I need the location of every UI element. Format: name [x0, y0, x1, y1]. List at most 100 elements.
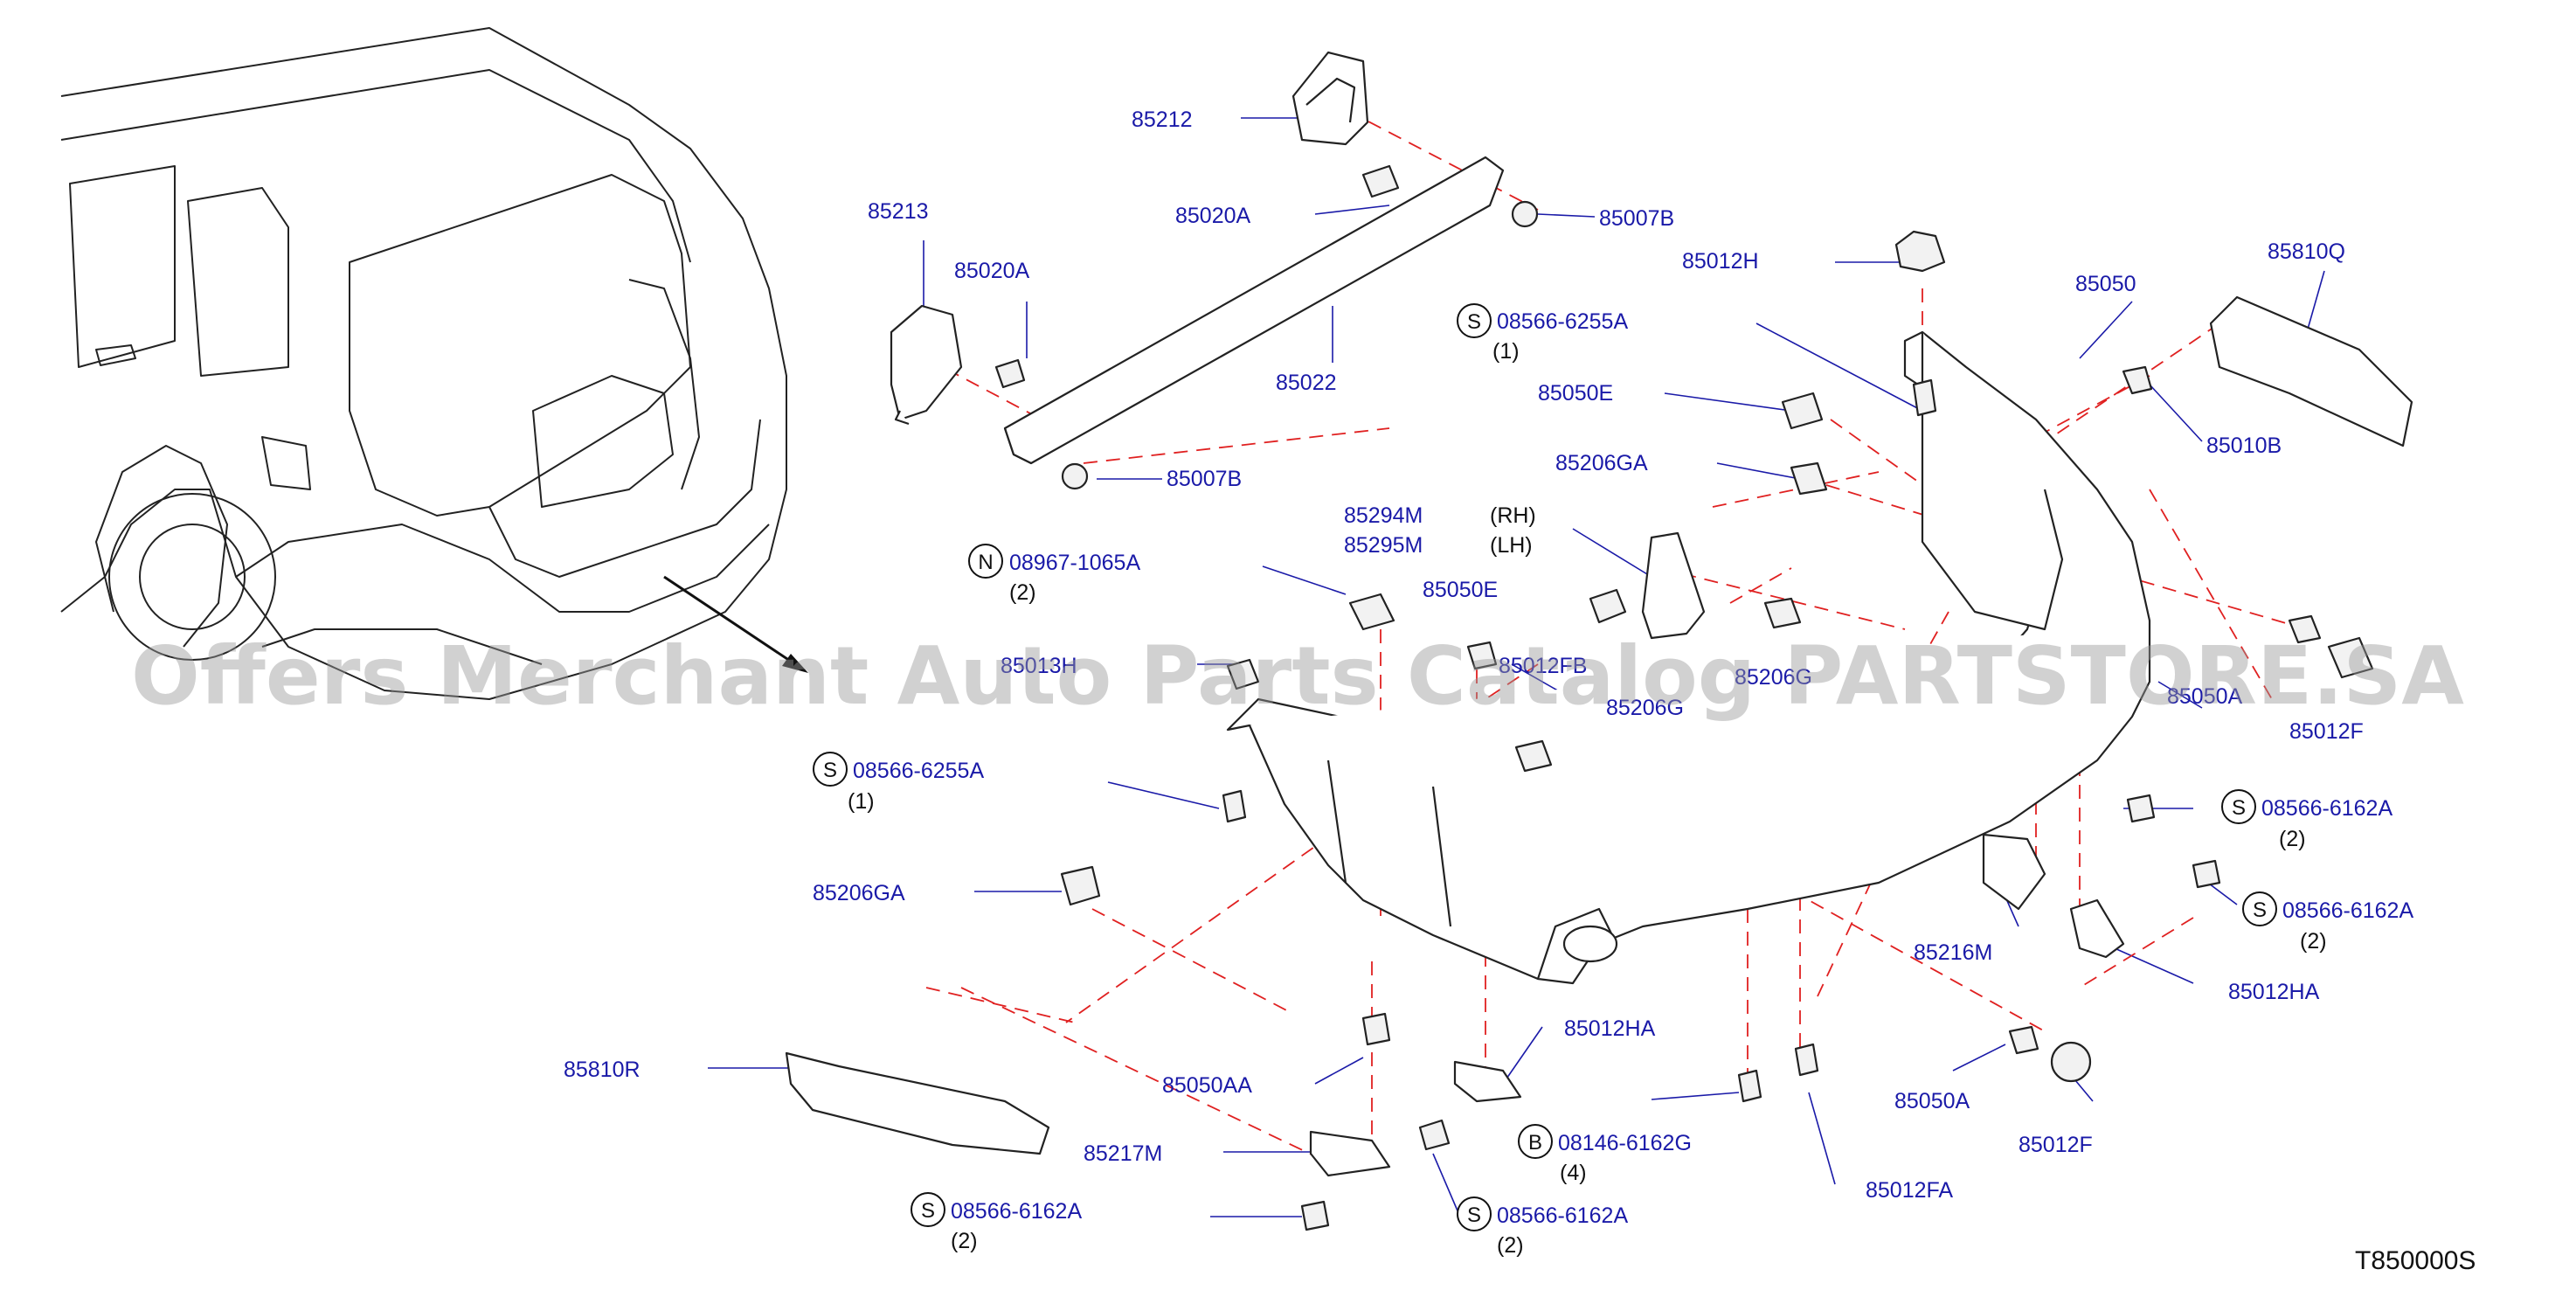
label-85050A-bottom[interactable]: 85050A — [1894, 1089, 1970, 1113]
label-85810R[interactable]: 85810R — [564, 1058, 641, 1082]
label-85007B-bottom[interactable]: 85007B — [1167, 467, 1242, 491]
qty-08566-6255A-top: (1) — [1492, 339, 1520, 364]
label-85012FA[interactable]: 85012FA — [1866, 1178, 1953, 1203]
vehicle-rear-outline — [60, 27, 808, 700]
screw-08566-6162A-r2 — [2192, 859, 2221, 889]
clip-85206G-mid — [1763, 597, 1802, 629]
label-85050E-top[interactable]: 85050E — [1538, 381, 1613, 406]
screw-08566-6255A-left — [1222, 789, 1247, 823]
svg-text:N: N — [978, 551, 993, 574]
bolt-85020A-left — [994, 358, 1026, 389]
label-85012HA-right[interactable]: 85012HA — [2228, 980, 2320, 1004]
badge-b-08146: B — [1518, 1124, 1553, 1159]
label-85012HA-mid[interactable]: 85012HA — [1564, 1016, 1656, 1041]
label-85295M[interactable]: 85295M — [1344, 533, 1423, 558]
quantities: (1) (2) (1) (2) (2) (4) (2) (2) (RH) (LH… — [848, 339, 2327, 1258]
qty-08566-6162A-r2: (2) — [2300, 929, 2327, 954]
label-85050A-right[interactable]: 85050A — [2167, 684, 2243, 709]
label-85213[interactable]: 85213 — [868, 199, 929, 224]
badge-s-bm: S — [1457, 1196, 1492, 1231]
label-85050AA[interactable]: 85050AA — [1162, 1073, 1252, 1098]
label-85206G-mid[interactable]: 85206G — [1735, 665, 1812, 690]
qty-08566-6162A-r1: (2) — [2279, 827, 2306, 851]
side-lh: (LH) — [1490, 533, 1533, 558]
label-08566-6255A-left[interactable]: 08566-6255A — [853, 759, 984, 783]
bolt-85050A-bottom — [2008, 1025, 2039, 1055]
clip-85050E-mid — [1466, 641, 1498, 670]
badge-s-left6255: S — [813, 752, 848, 787]
clip-85012F-right — [2327, 636, 2374, 679]
stay-85294M — [1641, 531, 1706, 640]
label-85022[interactable]: 85022 — [1276, 371, 1337, 395]
bracket-85212 — [1291, 51, 1369, 146]
label-85020A-top[interactable]: 85020A — [1175, 204, 1251, 228]
label-85206GA-left[interactable]: 85206GA — [813, 881, 905, 905]
reflector-85810R — [785, 1051, 1050, 1155]
bracket-85012HA-right — [2069, 898, 2125, 959]
label-85012H[interactable]: 85012H — [1682, 249, 1759, 274]
label-85012FB[interactable]: 85012FB — [1499, 654, 1587, 678]
bolt-85020A-top — [1361, 164, 1400, 198]
diagram-code: T850000S — [2355, 1246, 2476, 1275]
label-85206G-low[interactable]: 85206G — [1606, 696, 1684, 720]
screw-08566-6162A-bl — [1300, 1200, 1330, 1231]
part-labels: 85212 85020A 85007B 85213 85020A 85022 8… — [564, 108, 2413, 1228]
label-85012F-right[interactable]: 85012F — [2289, 719, 2364, 744]
bolt-08146-6162G — [1737, 1069, 1762, 1103]
label-08967-1065A[interactable]: 08967-1065A — [1009, 551, 1140, 575]
label-85810Q[interactable]: 85810Q — [2268, 239, 2345, 264]
clip-85013H — [1226, 658, 1260, 690]
label-85012F-bottom[interactable]: 85012F — [2019, 1133, 2093, 1157]
label-85050E-mid[interactable]: 85050E — [1423, 578, 1498, 602]
badge-s-r2: S — [2242, 891, 2277, 926]
badge-s-top6255: S — [1457, 303, 1492, 338]
label-85216M[interactable]: 85216M — [1914, 940, 1992, 965]
clip-85012FB — [1589, 588, 1627, 624]
label-08146-6162G[interactable]: 08146-6162G — [1558, 1131, 1692, 1155]
bracket-85012HA-mid — [1453, 1060, 1522, 1103]
svg-text:S: S — [1467, 1203, 1481, 1227]
label-85010B[interactable]: 85010B — [2206, 433, 2282, 458]
bolt-85012FA — [1794, 1043, 1819, 1077]
label-08566-6162A-r2[interactable]: 08566-6162A — [2282, 898, 2413, 923]
label-85294M[interactable]: 85294M — [1344, 503, 1423, 528]
clip-85206GA-top — [1781, 392, 1824, 430]
bolt-85010B — [2122, 365, 2153, 395]
svg-text:B: B — [1528, 1131, 1542, 1155]
clip-85206G-low — [1514, 739, 1553, 773]
nut-85007B-top — [1511, 200, 1539, 228]
clip-85206GA-right — [1790, 461, 1828, 496]
label-85050[interactable]: 85050 — [2075, 272, 2136, 296]
label-08566-6162A-r1[interactable]: 08566-6162A — [2261, 796, 2392, 821]
bolt-85050A-right — [2288, 614, 2322, 644]
nut-08967-1065A — [1348, 593, 1395, 631]
bumper-fascia-85050 — [1226, 330, 2151, 985]
badge-s-bl: S — [911, 1192, 945, 1227]
svg-text:S: S — [921, 1199, 935, 1223]
bracket-85217M — [1309, 1130, 1391, 1177]
label-85212[interactable]: 85212 — [1132, 108, 1193, 132]
label-85020A-left[interactable]: 85020A — [954, 259, 1030, 283]
label-08566-6162A-bl[interactable]: 08566-6162A — [951, 1199, 1082, 1224]
svg-text:S: S — [2232, 796, 2246, 820]
watermark: Offers Merchant Auto Parts Catalog PARTS… — [131, 629, 2464, 723]
bracket-85213 — [890, 304, 963, 426]
label-08566-6162A-bm[interactable]: 08566-6162A — [1497, 1203, 1628, 1228]
qty-08566-6162A-bl: (2) — [951, 1229, 978, 1253]
label-85013H[interactable]: 85013H — [1001, 654, 1077, 678]
reinforcement-bar-85022 — [1003, 156, 1505, 465]
label-85206GA-top[interactable]: 85206GA — [1555, 451, 1648, 475]
svg-text:S: S — [1467, 310, 1481, 334]
qty-08566-6162A-bm: (2) — [1497, 1233, 1524, 1258]
badge-n-08967: N — [968, 544, 1003, 579]
bracket-85216M — [1982, 833, 2046, 911]
qty-08146-6162G: (4) — [1560, 1161, 1587, 1185]
label-08566-6255A-top[interactable]: 08566-6255A — [1497, 309, 1628, 334]
clip-85206GA-left — [1060, 865, 1101, 906]
reflector-85810Q — [2209, 295, 2413, 447]
label-85217M[interactable]: 85217M — [1084, 1141, 1162, 1166]
svg-text:S: S — [823, 759, 837, 782]
label-85007B-top[interactable]: 85007B — [1599, 206, 1674, 231]
